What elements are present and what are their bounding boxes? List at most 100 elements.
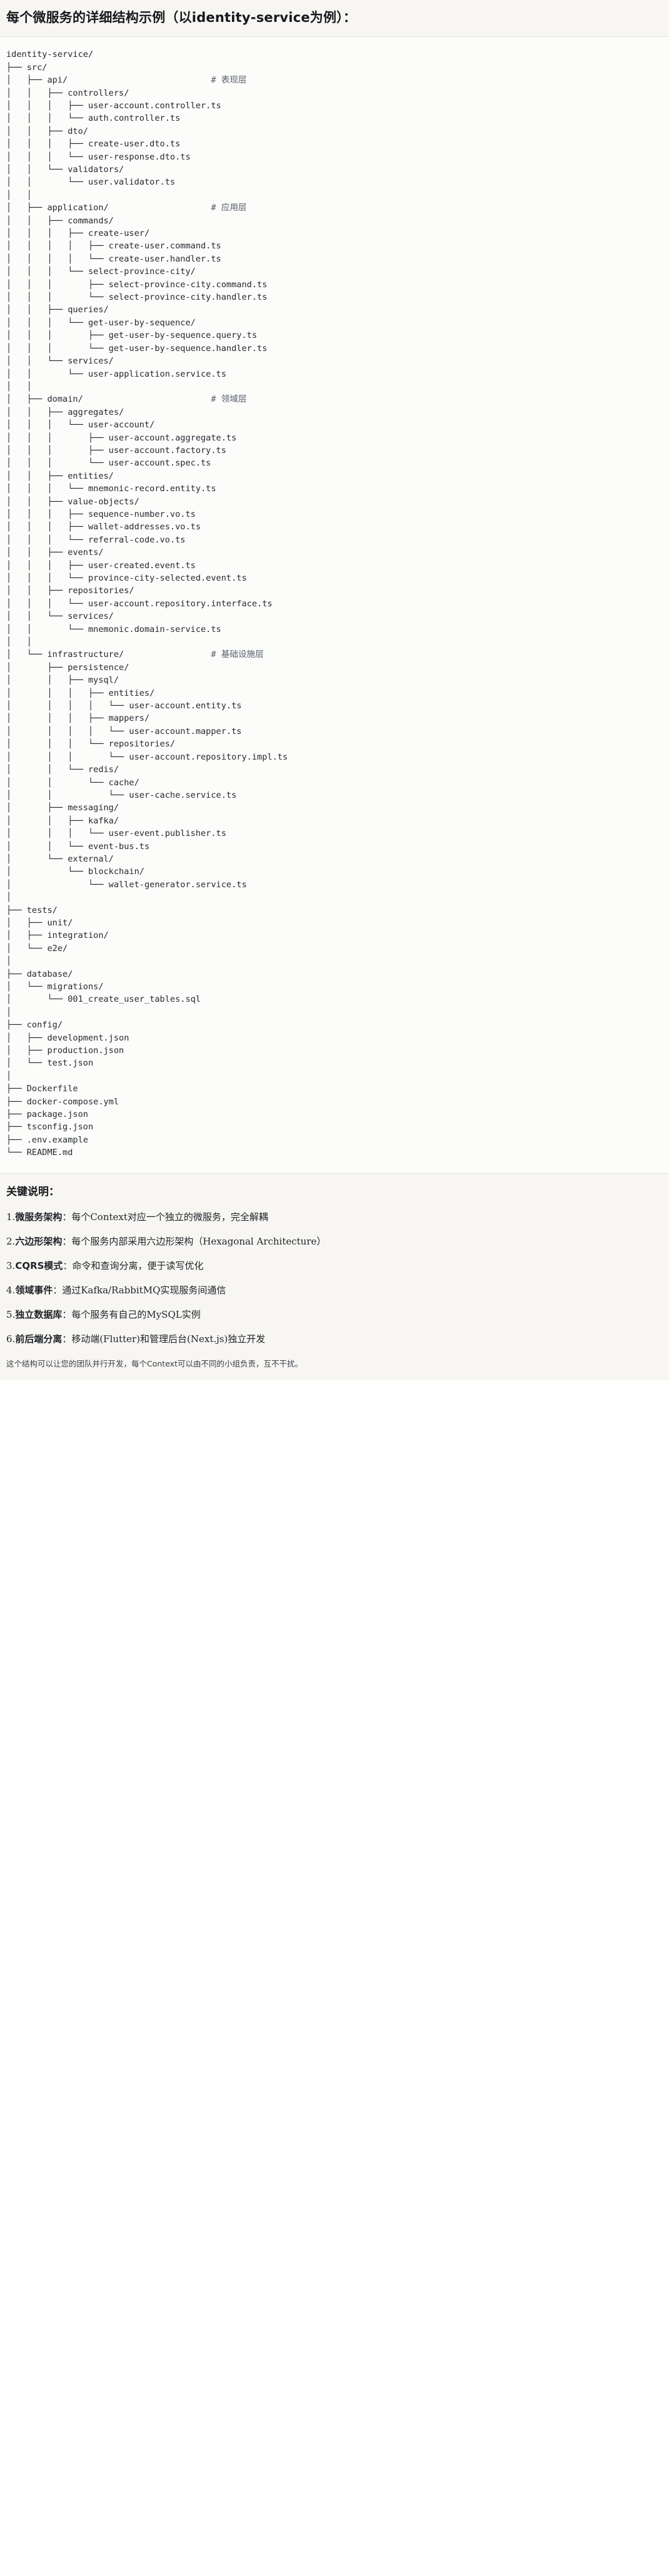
tree-line: │ │ ├── dto/ — [6, 126, 88, 136]
tree-line: │ — [6, 1007, 12, 1017]
tree-line: │ │ │ │ └── user-account.mapper.ts — [6, 726, 242, 736]
tree-line: │ │ │ ├── get-user-by-sequence.query.ts — [6, 330, 258, 341]
key-note-number: 3. — [6, 1260, 16, 1272]
key-note-body: ：通过Kafka/RabbitMQ实现服务间通信 — [53, 1285, 226, 1296]
tree-line: │ └── blockchain/ — [6, 867, 144, 877]
tree-line: │ │ ├── mysql/ — [6, 675, 119, 686]
tree-line: │ │ └── user.validator.ts — [6, 177, 176, 188]
key-note-body: ：移动端(Flutter)和管理后台(Next.js)独立开发 — [62, 1333, 266, 1345]
tree-line: │ │ ├── entities/ — [6, 471, 114, 481]
tree-line: │ │ │ └── mnemonic-record.entity.ts — [6, 484, 216, 494]
tree-line: │ │ │ └── province-city-selected.event.t… — [6, 573, 247, 583]
tree-line: ├── .env.example — [6, 1134, 88, 1145]
tree-line: │ │ ├── kafka/ — [6, 815, 119, 826]
tree-line: │ │ │ ├── user-account.aggregate.ts — [6, 432, 237, 443]
key-note-term: 前后端分离 — [15, 1333, 63, 1345]
tree-line-comment: # 应用层 — [211, 203, 247, 213]
key-note-item: 1.微服务架构：每个Context对应一个独立的微服务，完全解耦 — [6, 1209, 663, 1224]
tree-line: │ │ │ └── user-account.spec.ts — [6, 458, 211, 469]
tree-line-comment: # 表现层 — [211, 75, 247, 86]
key-notes-title: 关键说明： — [6, 1185, 59, 1198]
tree-line: │ │ │ └── user-account.repository.interf… — [6, 598, 273, 609]
tree-line: │ │ │ ├── entities/ — [6, 688, 155, 698]
tree-line: │ │ — [6, 637, 32, 648]
tree-line: │ ├── domain/ # 领域层 — [6, 394, 247, 405]
tree-line: │ │ ├── commands/ — [6, 215, 114, 226]
tree-line: │ └── test.json — [6, 1058, 94, 1069]
tree-line: │ │ │ ├── user-account.controller.ts — [6, 100, 221, 111]
key-note-body: ：每个服务内部采用六边形架构（Hexagonal Architecture） — [62, 1236, 326, 1248]
tree-line: │ │ ├── queries/ — [6, 305, 109, 315]
key-note-item: 2.六边形架构：每个服务内部采用六边形架构（Hexagonal Architec… — [6, 1234, 663, 1249]
tree-line: │ │ └── user-cache.service.ts — [6, 790, 237, 800]
key-note-number: 6. — [6, 1333, 16, 1345]
heading-section: 每个微服务的详细结构示例（以identity-service为例）： — [0, 0, 669, 38]
tree-line-comment: # 领域层 — [211, 394, 247, 405]
tree-line: │ │ ├── events/ — [6, 547, 104, 558]
tree-line: │ │ └── validators/ — [6, 165, 124, 175]
key-notes-list: 1.微服务架构：每个Context对应一个独立的微服务，完全解耦 2.六边形架构：… — [6, 1209, 663, 1347]
tree-line: │ ├── integration/ — [6, 930, 109, 941]
tree-line: │ │ │ │ └── create-user.handler.ts — [6, 253, 221, 264]
key-note-term: 六边形架构 — [15, 1236, 63, 1248]
tree-line: │ │ │ ├── user-created.event.ts — [6, 560, 196, 571]
tree-line: │ ├── persistence/ — [6, 662, 129, 673]
tree-line: │ │ │ └── select-province-city/ — [6, 267, 196, 277]
key-note-item: 3.CQRS模式：命令和查询分离，便于读写优化 — [6, 1258, 663, 1273]
tree-line: │ │ │ │ ├── create-user.command.ts — [6, 241, 221, 252]
tree-line: │ │ └── cache/ — [6, 777, 139, 788]
tree-line: ├── tsconfig.json — [6, 1122, 94, 1133]
key-note-number: 1. — [6, 1211, 16, 1223]
tree-line: │ │ └── event-bus.ts — [6, 841, 150, 852]
tree-line: │ └── 001_create_user_tables.sql — [6, 994, 201, 1005]
tree-line: ├── package.json — [6, 1109, 88, 1120]
tree-line: │ └── infrastructure/ # 基础设施层 — [6, 649, 264, 660]
tree-line: │ — [6, 892, 12, 903]
tree-line: │ │ │ ├── sequence-number.vo.ts — [6, 509, 196, 519]
key-note-item: 6.前后端分离：移动端(Flutter)和管理后台(Next.js)独立开发 — [6, 1331, 663, 1347]
tree-line: │ │ │ └── user-event.publisher.ts — [6, 828, 226, 839]
tree-line: │ │ │ ├── select-province-city.command.t… — [6, 279, 268, 290]
tree-line: │ └── external/ — [6, 853, 114, 864]
tree-line: │ │ └── services/ — [6, 611, 114, 622]
tree-line: │ │ │ └── user-account.repository.impl.t… — [6, 751, 288, 762]
tree-line: │ │ ├── controllers/ — [6, 88, 129, 98]
tree-line: │ │ — [6, 381, 32, 392]
tree-line: │ │ │ └── get-user-by-sequence/ — [6, 317, 196, 328]
tree-line: │ │ │ └── select-province-city.handler.t… — [6, 292, 268, 303]
tree-line: ├── src/ — [6, 62, 48, 73]
key-note-body: ：命令和查询分离，便于读写优化 — [63, 1260, 204, 1272]
key-notes-section: 关键说明： 1.微服务架构：每个Context对应一个独立的微服务，完全解耦 2.… — [0, 1173, 669, 1381]
tree-line: │ ├── api/ # 表现层 — [6, 75, 247, 86]
key-note-item: 5.独立数据库：每个服务有自己的MySQL实例 — [6, 1307, 663, 1322]
tree-line: │ │ │ ├── wallet-addresses.vo.ts — [6, 522, 201, 532]
tree-line: │ │ │ └── repositories/ — [6, 739, 176, 750]
key-note-term: 微服务架构 — [15, 1211, 63, 1223]
page-root: 每个微服务的详细结构示例（以identity-service为例）： ident… — [0, 0, 669, 1381]
tree-line: │ │ ├── repositories/ — [6, 586, 134, 596]
tree-line: │ ├── messaging/ — [6, 803, 119, 813]
tree-line: ├── config/ — [6, 1020, 63, 1031]
tree-line: ├── docker-compose.yml — [6, 1096, 119, 1107]
tree-line: │ │ │ ├── create-user/ — [6, 228, 150, 239]
directory-tree-block: identity-service/├── src/│ ├── api/ # 表现… — [0, 37, 669, 1174]
tree-line: │ └── migrations/ — [6, 982, 104, 992]
tree-line: │ │ └── mnemonic.domain-service.ts — [6, 624, 221, 634]
tree-line: │ └── wallet-generator.service.ts — [6, 879, 247, 890]
tree-line: │ │ │ └── get-user-by-sequence.handler.t… — [6, 343, 268, 354]
tree-line: │ ├── development.json — [6, 1032, 129, 1043]
tree-line: │ │ │ │ └── user-account.entity.ts — [6, 701, 242, 711]
tree-line: │ │ │ └── user-response.dto.ts — [6, 151, 191, 162]
tree-line: │ │ │ └── user-account/ — [6, 420, 155, 430]
tree-line: │ ├── unit/ — [6, 917, 73, 928]
tree-line: │ │ │ ├── user-account.factory.ts — [6, 445, 226, 456]
directory-tree: identity-service/├── src/│ ├── api/ # 表现… — [6, 48, 663, 1159]
tree-line: ├── database/ — [6, 969, 73, 979]
tree-line: │ ├── application/ # 应用层 — [6, 203, 247, 213]
page-title: 每个微服务的详细结构示例（以identity-service为例）： — [6, 10, 357, 25]
tree-line: │ │ │ ├── create-user.dto.ts — [6, 139, 181, 150]
key-note-term: 领域事件 — [15, 1285, 53, 1296]
key-note-number: 5. — [6, 1309, 16, 1321]
tree-line: │ │ ├── value-objects/ — [6, 496, 139, 507]
key-note-term: 独立数据库 — [15, 1309, 63, 1321]
